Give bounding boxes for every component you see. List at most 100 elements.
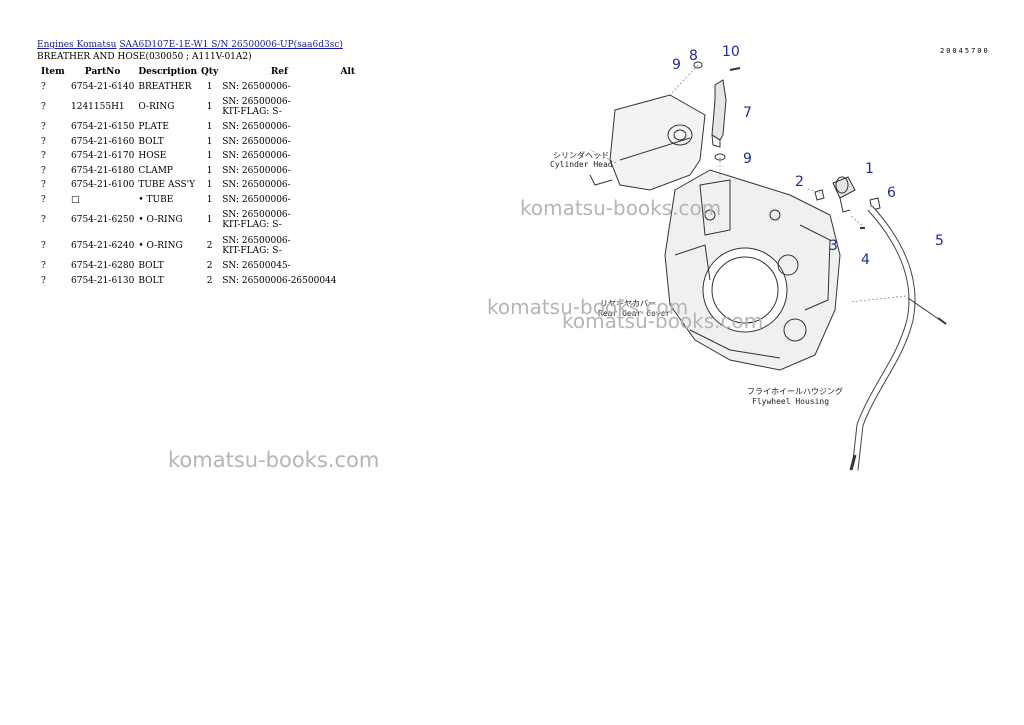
cell-qty: 1	[206, 151, 213, 162]
cell-partno: 6754-21-6240	[71, 241, 135, 251]
header-item: Item	[41, 67, 65, 78]
cell-item: ?	[41, 275, 46, 286]
callout-8: 8	[689, 48, 698, 64]
cell-description: BOLT	[138, 136, 164, 147]
breadcrumb-link-model[interactable]: SAA6D107E-1E-W1 S/N 26500006-UP(saa6d3sc…	[119, 40, 343, 50]
exploded-parts-diagram: 1 2 3 4 5 6 7 8 9 9 10 シリンダヘッド Cylinder …	[550, 44, 947, 471]
ref-line: SN: 26500006-	[222, 81, 291, 92]
cell-partno: 6754-21-6100	[71, 180, 135, 191]
table-row: ? 6754-21-6180 CLAMP 1 SN: 26500006-	[35, 164, 373, 179]
cell-qty: 1	[206, 81, 213, 92]
cell-alt	[339, 80, 373, 95]
ref-line: SN: 26500006-26500044	[222, 275, 337, 286]
cell-partno: 6754-21-6170	[71, 151, 135, 162]
cell-ref: SN: 26500006-KIT-FLAG: S-	[220, 233, 338, 259]
breather-tube	[711, 79, 727, 141]
header-partno: PartNo	[84, 67, 121, 78]
cell-ref: SN: 26500006-KIT-FLAG: S-	[220, 94, 338, 120]
cell-partno: 6754-21-6280	[71, 261, 135, 272]
cell-description: PLATE	[138, 122, 169, 133]
cell-alt	[339, 149, 373, 164]
callout-4: 4	[861, 252, 870, 268]
o-ring-9	[714, 153, 726, 161]
cell-item: ?	[41, 241, 46, 251]
cell-qty: 1	[206, 194, 213, 205]
cell-partno: 6754-21-6140	[71, 81, 135, 92]
label-flywheel-housing-jp: フライホイールハウジング	[747, 386, 843, 396]
cell-item: ?	[41, 136, 46, 147]
label-rear-cover-jp: リヤギヤカバー	[600, 299, 656, 308]
cell-qty: 1	[206, 180, 213, 191]
breadcrumb-link-engines[interactable]: Engines Komatsu	[37, 40, 117, 50]
ref-line: SN: 26500045-	[222, 261, 291, 272]
breadcrumb: Engines Komatsu SAA6D107E-1E-W1 S/N 2650…	[37, 40, 343, 50]
cell-ref: SN: 26500006-26500044	[220, 274, 338, 289]
cell-ref: SN: 26500006-	[220, 178, 338, 193]
cell-description: BREATHER	[138, 81, 192, 92]
table-row: ? 6754-21-6100 TUBE ASS'Y 1 SN: 26500006…	[35, 178, 373, 193]
cell-partno: 1241155H1	[71, 102, 125, 112]
table-row: ? 6754-21-6280 BOLT 2 SN: 26500045-	[35, 259, 373, 274]
cell-description: • O-RING	[138, 215, 183, 225]
cell-description: BOLT	[138, 275, 164, 286]
cell-ref: SN: 26500006-	[220, 120, 338, 135]
table-row: ? 6754-21-6170 HOSE 1 SN: 26500006-	[35, 149, 373, 164]
cylinder-head-outline	[609, 94, 706, 191]
cell-partno: 6754-21-6150	[71, 122, 135, 133]
cell-alt	[339, 94, 373, 120]
ref-line: SN: 26500006-	[222, 97, 291, 107]
header-alt: Alt	[340, 67, 356, 78]
cell-description: O-RING	[138, 102, 175, 112]
cell-alt	[339, 178, 373, 193]
cell-alt	[339, 135, 373, 150]
label-rear-cover: Rear Gear Cover	[598, 309, 670, 318]
label-cylinder-head-jp: シリンダヘッド	[553, 150, 609, 160]
cell-qty: 1	[206, 165, 213, 176]
label-cylinder-head: Cylinder Head	[550, 160, 613, 169]
cell-alt	[339, 120, 373, 135]
cell-qty: 2	[206, 275, 213, 286]
cell-description: • O-RING	[138, 241, 183, 251]
table-row: ? 6754-21-6160 BOLT 1 SN: 26500006-	[35, 135, 373, 150]
cell-qty: 1	[206, 136, 213, 147]
flywheel-opening	[702, 247, 788, 333]
watermark: komatsu-books.com	[520, 196, 722, 220]
cell-alt	[339, 259, 373, 274]
ref-line: SN: 26500006-	[222, 180, 291, 191]
ref-line: SN: 26500006-	[222, 236, 291, 246]
cell-item: ?	[41, 180, 46, 191]
cell-ref: SN: 26500006-KIT-FLAG: S-	[220, 207, 338, 233]
cell-item: ?	[41, 194, 46, 205]
breather-part	[832, 176, 856, 199]
table-header-row: Item PartNo Description Qty Ref Alt	[35, 65, 373, 80]
table-row: ? 6754-21-6140 BREATHER 1 SN: 26500006-	[35, 80, 373, 95]
cell-partno: 6754-21-6250	[71, 215, 135, 225]
cell-description: HOSE	[138, 151, 167, 162]
cell-partno: 6754-21-6160	[71, 136, 135, 147]
cell-ref: SN: 26500006-	[220, 193, 338, 208]
cell-item: ?	[41, 102, 46, 112]
table-row: ? 1241155H1 O-RING 1 SN: 26500006-KIT-FL…	[35, 94, 373, 120]
callout-9-lower: 9	[743, 151, 752, 167]
cell-ref: SN: 26500006-	[220, 80, 338, 95]
callout-9-top: 9	[672, 57, 681, 73]
cell-item: ?	[41, 122, 46, 133]
table-row: ? 6754-21-6240 • O-RING 2 SN: 26500006-K…	[35, 233, 373, 259]
callout-1: 1	[865, 161, 874, 177]
cell-description: BOLT	[138, 261, 164, 272]
cell-item: ?	[41, 215, 46, 225]
watermark: komatsu-books.com	[562, 309, 764, 333]
label-flywheel-housing: Flywheel Housing	[752, 397, 829, 406]
cell-qty: 2	[206, 241, 213, 251]
header-description: Description	[138, 67, 197, 78]
callout-3: 3	[829, 238, 838, 254]
kit-flag: KIT-FLAG: S-	[222, 220, 282, 230]
page-title: BREATHER AND HOSE(030050 ; A111V-01A2)	[37, 52, 252, 62]
callout-10: 10	[722, 44, 740, 60]
watermark: komatsu-books.com	[168, 448, 380, 472]
cell-description: CLAMP	[138, 165, 173, 176]
cell-ref: SN: 26500006-	[220, 135, 338, 150]
parts-table: Item PartNo Description Qty Ref Alt ? 67…	[35, 65, 373, 288]
table-row: ? 6754-21-6250 • O-RING 1 SN: 26500006-K…	[35, 207, 373, 233]
ref-line: SN: 26500006-	[222, 194, 291, 205]
